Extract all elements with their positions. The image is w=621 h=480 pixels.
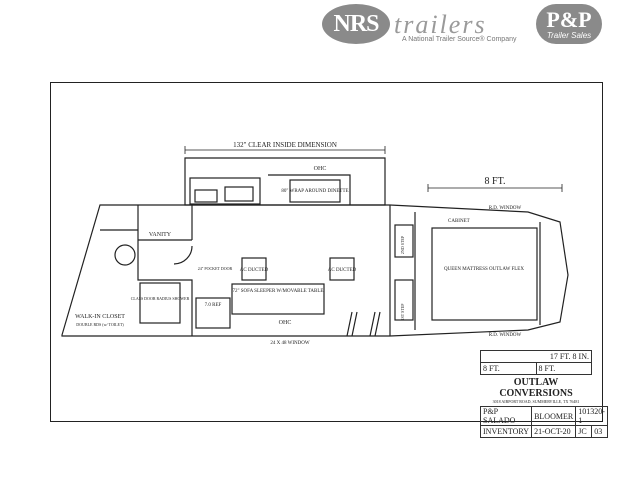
clear-dimension-ticks	[184, 146, 386, 154]
nrs-logo: NRS	[322, 4, 390, 44]
ac-right-box	[329, 257, 355, 281]
pocket-door-label: 24" POCKET DOOR	[198, 266, 233, 271]
bath-wall	[137, 205, 193, 336]
ac-left-box	[241, 257, 267, 281]
dealer-value: P&P SALADO	[479, 406, 533, 426]
date-value: 21-OCT-20	[531, 425, 577, 438]
title-block-info-table: P&P SALADO BLOOMER 101320-1 INVENTORY 21…	[479, 406, 608, 438]
step-lower	[394, 279, 414, 321]
nose-window-top-label: R.D. WINDOW	[489, 206, 522, 211]
sofa-label: 72" SOFA SLEEPER W/MOVABLE TABLE	[232, 289, 323, 294]
galley-counter	[189, 177, 261, 205]
trailers-wordmark: trailers	[394, 10, 487, 39]
job-value: 101320-1	[575, 406, 608, 426]
stove-top	[224, 186, 254, 202]
company-address: 3018 AIRPORT ROAD, SUMMERVILLE, TX 76481	[492, 399, 580, 404]
window-bottom-label: 24 X 48 WINDOW	[270, 341, 309, 346]
nose-window-bottom-label: R.D. WINDOW	[489, 333, 522, 338]
ohc-bottom-label: OHC	[279, 320, 292, 326]
pp-logo-sub: Trailer Sales	[546, 30, 592, 40]
pp-logo: P&P Trailer Sales	[536, 4, 602, 44]
dinette-seat	[268, 174, 351, 205]
upper-compartment	[184, 157, 386, 206]
ref-box	[195, 297, 231, 329]
company-name: OUTLAW CONVERSIONS	[499, 377, 573, 399]
stock-type-value: INVENTORY	[479, 425, 533, 438]
page-value: 03	[591, 425, 608, 438]
dinette-table	[289, 179, 341, 203]
title-block-size-table: 17 FT. 8 IN. 8 FT. 8 FT.	[480, 350, 592, 375]
second-step-label: 2ND STEP	[400, 235, 405, 254]
ref-label: 7.0 REF	[205, 303, 222, 308]
clear-dimension-label: 132" CLEAR INSIDE DIMENSION	[233, 141, 337, 149]
width-label: 8 FT.	[485, 176, 506, 187]
cabinet-label: CABINET	[448, 219, 470, 224]
tagline: A National Trailer Source® Company	[402, 36, 517, 43]
saddle-racks	[346, 311, 381, 337]
sink-basin	[194, 189, 218, 203]
queen-mattress	[431, 227, 538, 321]
width-a-value: 8 FT.	[480, 362, 537, 375]
dinette-label: 80" WRAP AROUND DINETTE	[281, 189, 348, 194]
ac-right-label: AC DUCTED	[328, 268, 357, 273]
closet-label: WALK-IN CLOSET	[75, 314, 125, 320]
width-dimension-ticks	[427, 184, 563, 192]
first-step-label: 1ST STEP	[400, 303, 405, 321]
closet-sub-label: DOUBLE RDS (w/ TOILET)	[76, 322, 124, 327]
ac-left-label: AC DUCTED	[240, 268, 269, 273]
width-b-value: 8 FT.	[535, 362, 592, 375]
shower-pan	[139, 282, 181, 324]
pp-logo-text: P&P	[546, 6, 592, 32]
mattress-label: QUEEN MATTRESS OUTLAW FLEX	[444, 267, 524, 272]
drawing-frame	[50, 82, 603, 422]
pocket-door-swing	[173, 245, 193, 265]
ohc-top-label: OHC	[314, 166, 327, 172]
sofa-sleeper	[231, 283, 325, 315]
length-value: 17 FT. 8 IN.	[480, 350, 592, 363]
by-value: JC	[575, 425, 593, 438]
model-value: BLOOMER	[531, 406, 577, 426]
nrs-logo-text: NRS	[333, 10, 379, 37]
vanity-label: VANITY	[149, 232, 172, 238]
step-upper	[394, 224, 414, 258]
shower-label: CLASS DOOR RADIUS SHOWER	[131, 296, 190, 301]
toilet-icon	[114, 244, 136, 266]
title-block: 17 FT. 8 IN. 8 FT. 8 FT. OUTLAW CONVERSI…	[479, 350, 608, 438]
